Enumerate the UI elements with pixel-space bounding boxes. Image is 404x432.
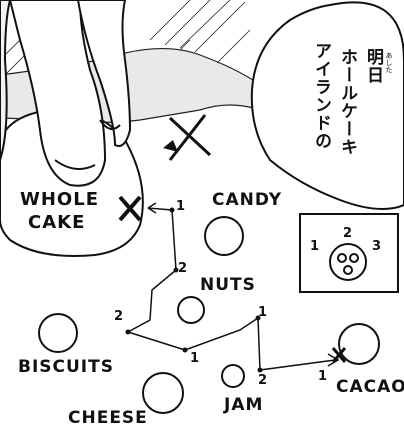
jam-label: JAM (223, 395, 263, 415)
route-points (125, 207, 263, 373)
inset-number-left: 1 (310, 239, 319, 254)
cheese-label: CHEESE (68, 408, 148, 428)
route-number: 1 (258, 305, 267, 320)
x-mark-decoration (168, 114, 212, 161)
route-number: 1 (190, 351, 199, 366)
whole-cake-label-line1: WHOLE (20, 189, 99, 210)
inset-number-right: 3 (372, 239, 381, 254)
biscuits-label: BISCUITS (18, 357, 114, 377)
bubble-text-line3: アイランドの (311, 42, 331, 150)
whole-cake-label-line2: CAKE (28, 212, 85, 233)
route-number: 2 (114, 309, 123, 324)
bubble-text-line2: ホールケーキ (337, 48, 357, 156)
bubble-text-ruby: あした (385, 52, 393, 73)
whole-cake-x-mark (118, 195, 142, 222)
route-number: 2 (178, 261, 187, 276)
route-number: 1 (176, 199, 185, 214)
candy-island (204, 216, 244, 256)
candy-label: CANDY (212, 190, 282, 210)
islands (38, 216, 380, 414)
jam-island (221, 364, 245, 388)
hand-illustration (0, 0, 132, 187)
cheese-island (142, 372, 184, 414)
inset-islands (329, 243, 367, 281)
route-number: 1 (318, 369, 327, 384)
speech-bubble (250, 1, 404, 210)
nuts-island (177, 296, 205, 324)
arrow-mark (163, 140, 178, 152)
nuts-label: NUTS (200, 275, 256, 295)
cacao-island (338, 323, 380, 365)
cacao-label: CACAO (336, 377, 404, 397)
route-number: 2 (258, 373, 267, 388)
cacao-x-mark (331, 347, 347, 363)
biscuits-island (38, 313, 78, 353)
inset-number-top: 2 (343, 226, 352, 241)
bubble-text-line1: 明日 (363, 48, 383, 84)
